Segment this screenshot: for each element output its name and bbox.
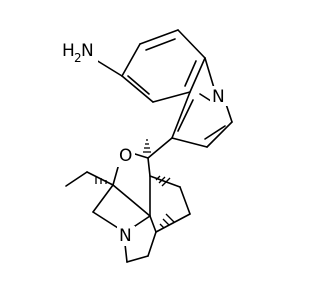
amine-n-label: N bbox=[81, 41, 94, 61]
amine-bond bbox=[95, 59, 123, 77]
ether-o-label-group: O bbox=[117, 145, 135, 167]
stereo-hash-bottom bbox=[159, 213, 175, 229]
quinoline-benzo-ring bbox=[121, 29, 206, 103]
c4-to-c9-bond bbox=[147, 137, 173, 159]
bicyclic-cage bbox=[92, 153, 191, 263]
bridgehead-n-label-group: N bbox=[117, 226, 135, 246]
stereo-hash-c9 bbox=[143, 139, 151, 153]
bridgehead-n-label: N bbox=[119, 226, 132, 246]
molecule-structure-diagram: H 2 N N O N bbox=[60, 29, 233, 263]
quinoline-n-label-group: N bbox=[210, 86, 228, 107]
amine-label: H 2 N bbox=[60, 36, 98, 66]
structure-svg: H 2 N N O N bbox=[60, 29, 233, 263]
amine-h-label: H bbox=[62, 41, 75, 61]
amine-h-count: 2 bbox=[74, 51, 82, 65]
ether-o-label: O bbox=[119, 146, 132, 166]
ethyl-group bbox=[65, 171, 114, 187]
stereo-hash-ethyl bbox=[95, 176, 107, 184]
quinoline-pyridine-ring bbox=[171, 57, 233, 148]
stereo-hash-c8 bbox=[155, 175, 171, 187]
quinoline-n-label: N bbox=[212, 87, 225, 107]
